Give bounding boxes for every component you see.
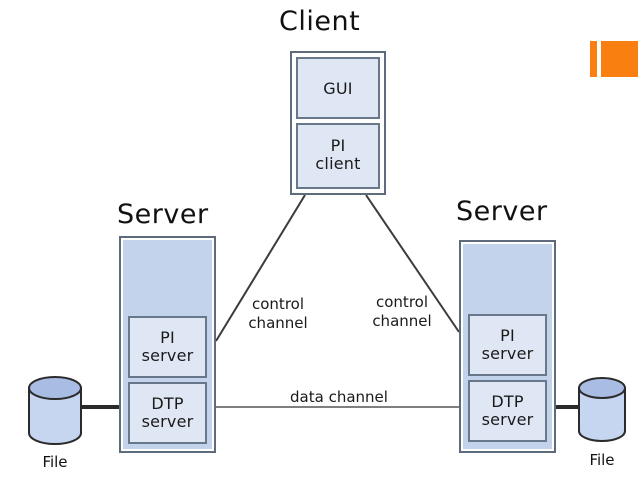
- server-right-dtp-panel: DTP server: [468, 380, 547, 442]
- control-channel-right-line1: control: [376, 293, 428, 311]
- control-channel-left-line1: control: [252, 295, 304, 313]
- server-left-box: PI server DTP server: [119, 236, 216, 453]
- server-right-dtp-label-line1: DTP: [491, 392, 524, 411]
- accent-bar-thin: [590, 41, 597, 77]
- server-left-pi-label-line2: server: [141, 346, 194, 365]
- file-right-cylinder: File: [576, 375, 628, 475]
- server-left-dtp-label-line1: DTP: [151, 394, 184, 413]
- file-left-cylinder-shape: [28, 376, 82, 445]
- file-left-label: File: [42, 453, 68, 471]
- control-channel-right-caption: control channel: [356, 293, 448, 331]
- file-right-cylinder-shape: [578, 377, 626, 442]
- server-left-pi-panel: PI server: [128, 316, 207, 378]
- accent-bar-block: [601, 41, 638, 77]
- control-channel-right-line2: channel: [372, 311, 432, 330]
- client-pi-panel: PI client: [296, 123, 380, 189]
- client-heading: Client: [279, 6, 361, 37]
- file-right-label: File: [589, 451, 615, 469]
- server-left-heading: Server: [117, 199, 209, 230]
- server-left-pi-label-line1: PI: [160, 328, 175, 347]
- server-right-dtp-label-line2: server: [481, 410, 534, 429]
- client-pi-label-line1: PI: [330, 136, 346, 155]
- server-right-pi-label-line1: PI: [500, 326, 515, 345]
- control-channel-left-caption: control channel: [232, 295, 324, 333]
- control-channel-left-line2: channel: [248, 313, 308, 332]
- server-left-dtp-panel: DTP server: [128, 382, 207, 444]
- data-channel-caption: data channel: [290, 388, 388, 406]
- file-left-cylinder: File: [26, 375, 84, 475]
- server-right-pi-label-line2: server: [481, 344, 534, 363]
- control-channel-left-line: [215, 194, 306, 342]
- server-right-box: PI server DTP server: [459, 240, 556, 453]
- control-channel-right-line: [365, 194, 460, 333]
- client-box: GUI PI client: [290, 51, 386, 195]
- server-right-heading: Server: [456, 196, 548, 227]
- client-gui-panel: GUI: [296, 57, 380, 119]
- server-right-pi-panel: PI server: [468, 314, 547, 376]
- server-left-dtp-label-line2: server: [141, 412, 194, 431]
- client-gui-label: GUI: [323, 79, 353, 98]
- client-pi-label-line2: client: [315, 154, 361, 173]
